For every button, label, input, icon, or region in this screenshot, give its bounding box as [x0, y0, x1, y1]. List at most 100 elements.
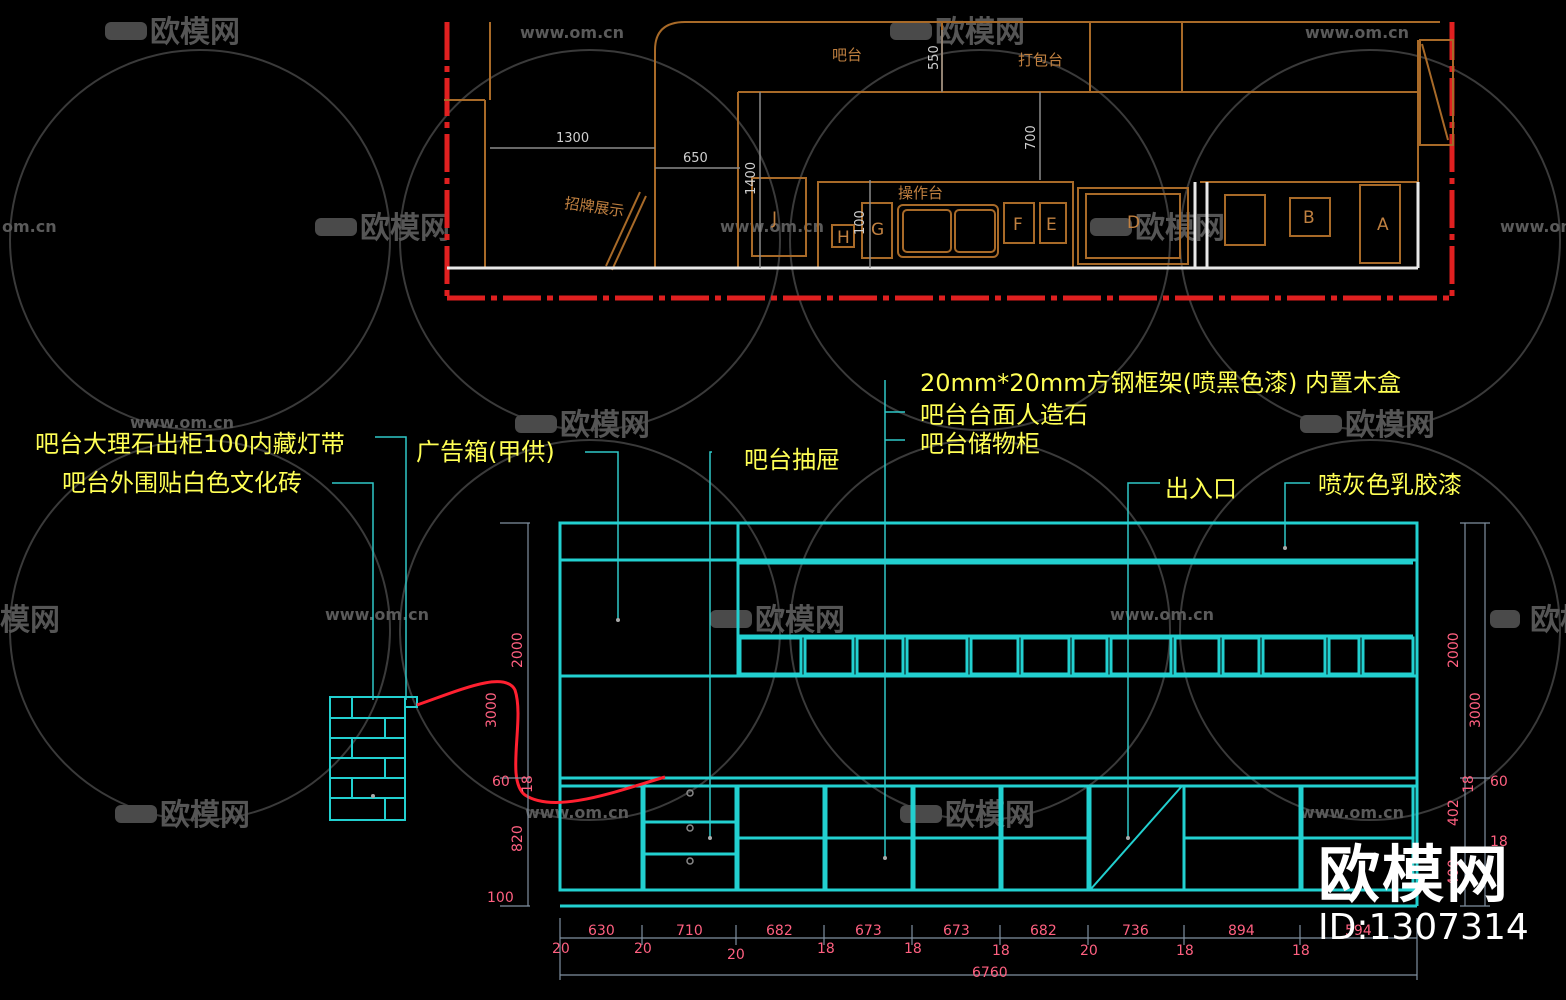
note-steel-frame: 20mm*20mm方钢框架(喷黑色漆) 内置木盒: [920, 369, 1401, 397]
dim-right-3000: 3000: [1468, 692, 1484, 728]
dim-right-2000: 2000: [1446, 632, 1462, 668]
drawer-handles: [686, 789, 694, 865]
watermark-url: www.om.cn: [325, 605, 429, 624]
dim-width: 894: [1228, 923, 1255, 939]
dim-width: 594: [1345, 923, 1372, 939]
plan-dimensions: 1300 650 550 700 1400 100: [556, 45, 1039, 235]
left-dimensions: 2000 3000 60 18 820 100: [484, 632, 536, 906]
dim-gap: 20: [727, 947, 745, 963]
bottom-dimension-lines: [559, 918, 1418, 980]
brand-name: 欧模网: [1318, 838, 1511, 911]
dim-width: 710: [676, 923, 703, 939]
note-entrance: 出入口: [1165, 475, 1237, 503]
watermark-url: www.om.cn: [1500, 217, 1566, 236]
equip-e: E: [1046, 215, 1057, 235]
dim-gap: 18: [992, 943, 1010, 959]
dim-gap: 18: [817, 941, 835, 957]
tile-column: [329, 696, 418, 821]
watermark-url-partial: om.cn: [2, 217, 57, 236]
dim-650: 650: [683, 151, 708, 166]
dim-right-18a: 18: [1461, 775, 1477, 793]
dim-gap: 18: [1292, 943, 1310, 959]
plan-label-operating: 操作台: [898, 184, 943, 202]
elevation-annotations: 吧台大理石出柜100内藏灯带 吧台外围贴白色文化砖 广告箱(甲供) 吧台抽屉 2…: [35, 369, 1462, 503]
model-id: ID:1307314: [1318, 907, 1529, 948]
dim-width: 630: [588, 923, 615, 939]
bar-elevation-view: 吧台大理石出柜100内藏灯带 吧台外围贴白色文化砖 广告箱(甲供) 吧台抽屉 2…: [35, 369, 1508, 981]
dim-total: 6760: [972, 965, 1008, 981]
dim-right-60: 60: [1490, 774, 1508, 790]
watermark-url: www.om.cn: [1305, 23, 1409, 42]
dim-left-3000: 3000: [484, 692, 500, 728]
equip-a: A: [1377, 215, 1389, 235]
watermark-logo: 欧模网: [160, 798, 250, 833]
leader-dots: [371, 546, 1287, 860]
plan-floor: [447, 182, 1420, 270]
watermark-logo: 欧模网: [755, 603, 845, 638]
dim-right-400: 400: [1446, 859, 1462, 886]
watermark-url: www.om.cn: [525, 803, 629, 822]
dim-1400: 1400: [744, 162, 759, 195]
note-drawer: 吧台抽屉: [744, 446, 840, 474]
watermark-url: www.om.cn: [720, 217, 824, 236]
plan-outline: [444, 21, 1454, 271]
leader-lines: [332, 380, 1310, 858]
equip-b: B: [1303, 208, 1315, 228]
plan-label-bar: 吧台: [832, 46, 862, 64]
watermark-layer: [9, 49, 1561, 821]
dim-width: 736: [1122, 923, 1149, 939]
watermark-urls: www.om.cn www.om.cn www.om.cn www.om.cn …: [2, 23, 1566, 822]
equip-d: D: [1127, 213, 1140, 233]
dim-left-60: 60: [492, 774, 510, 790]
watermark-url: www.om.cn: [130, 413, 234, 432]
note-marble: 吧台大理石出柜100内藏灯带: [35, 430, 345, 458]
plan-label-packing: 打包台: [1018, 51, 1063, 69]
watermark-logo: 欧模网: [150, 15, 240, 50]
dim-gap: 20: [552, 941, 570, 957]
dim-width: 673: [855, 923, 882, 939]
equip-g: G: [871, 220, 884, 240]
wood-box-row: [738, 636, 1415, 676]
dim-right-402: 402: [1446, 799, 1462, 826]
dim-right-18b: 18: [1490, 834, 1508, 850]
lower-cabinets: [558, 784, 1415, 892]
dim-gap: 20: [634, 941, 652, 957]
bottom-width-dimensions: 630 710 682 673 673 682 736 894 594: [588, 923, 1372, 939]
dim-1300: 1300: [556, 131, 589, 146]
dim-550: 550: [927, 45, 942, 70]
dim-width: 682: [766, 923, 793, 939]
vertical-dimension-lines: [500, 522, 1490, 907]
watermark-logo-partial: 欧模网: [1530, 603, 1566, 638]
note-tile: 吧台外围贴白色文化砖: [62, 469, 302, 497]
watermark-url: www.om.cn: [520, 23, 624, 42]
dim-100: 100: [853, 210, 868, 235]
watermark-url: www.om.cn: [1110, 605, 1214, 624]
dim-left-18: 18: [520, 775, 536, 793]
dim-left-820: 820: [510, 825, 526, 852]
equip-f: F: [1013, 215, 1023, 235]
note-countertop: 吧台台面人造石: [920, 401, 1088, 429]
watermark-logo: 欧模网: [1345, 408, 1435, 443]
dim-left-100: 100: [487, 890, 514, 906]
floor-plan-view: 吧台 打包台 招牌展示 操作台 1300 650 550 700 1400 10…: [444, 21, 1455, 301]
brand-badge: 欧模网 ID:1307314: [1318, 842, 1529, 948]
dim-width: 682: [1030, 923, 1057, 939]
plan-equipment-labels: A B D E F G H J: [771, 208, 1389, 248]
watermark-logo: 欧模网: [935, 15, 1025, 50]
right-dimensions: 2000 3000 60 18 402 18 400: [1446, 632, 1508, 886]
dim-gap: 18: [1176, 943, 1194, 959]
dim-gap: 20: [1080, 943, 1098, 959]
dim-left-2000: 2000: [510, 632, 526, 668]
note-storage: 吧台储物柜: [920, 430, 1040, 458]
bottom-gap-dimensions: 20 20 20 18 18 18 20 18 18 6760: [552, 941, 1310, 981]
watermark-logo: 欧模网: [945, 798, 1035, 833]
watermark-logo-partial: 模网: [0, 603, 60, 638]
note-adbox: 广告箱(甲供): [416, 438, 555, 466]
note-paint: 喷灰色乳胶漆: [1318, 471, 1462, 499]
watermark-logo: 欧模网: [360, 211, 450, 246]
dim-width: 673: [943, 923, 970, 939]
equip-j: J: [771, 209, 777, 229]
red-cable: [416, 680, 666, 804]
watermark-url: www.om.cn: [1300, 803, 1404, 822]
